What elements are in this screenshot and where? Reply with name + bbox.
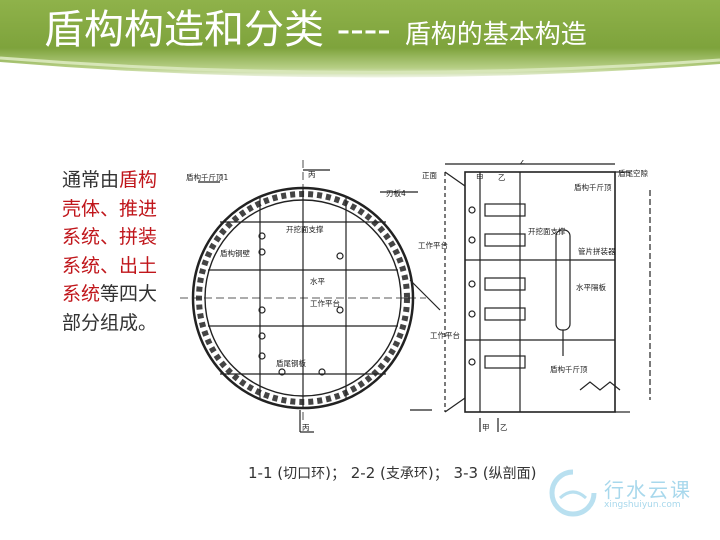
watermark-url: xingshuiyun.com (604, 500, 681, 510)
label-bottom-jia: 甲 (482, 423, 490, 432)
label-bing: 丙 (308, 170, 316, 179)
label-horizontal: 水平 (310, 276, 325, 286)
label-platform-left: 工作平台 (310, 298, 340, 308)
caption-s3-cn: 纵剖面 (488, 466, 531, 482)
label-face-support-left: 开挖面支撑 (286, 224, 324, 234)
caption-s1-cn: 切口环 (283, 466, 326, 482)
caption-s1-end: )； (325, 464, 346, 482)
label-front: 正面 (422, 171, 437, 180)
header-swoosh (0, 56, 720, 92)
body-highlight: 盾构壳体、推进系统、拼装系统、出土系统 (62, 169, 158, 305)
label-bottom-yi: 乙 (500, 423, 508, 432)
label-shell: 盾构钢壁 (220, 248, 250, 258)
title-main: 盾构构造和分类 ---- (44, 7, 391, 53)
shield-section-body (464, 171, 616, 413)
label-tail-gap: 盾尾空隙 (618, 168, 648, 178)
figure-caption: 1-1 (切口环)； 2-2 (支承环)； 3-3 (纵剖面) (248, 462, 668, 483)
body-suffix: 等四大部分组成。 (62, 283, 158, 334)
watermark: 行水云课 xingshuiyun.com (548, 468, 708, 518)
caption-s1: 1-1 ( (248, 464, 284, 482)
label-shield-jack-bottom: 盾构千斤顶 (550, 364, 588, 374)
body-paragraph: 通常由盾构壳体、推进系统、拼装系统、出土系统等四大部分组成。 (62, 166, 160, 337)
slide-title: 盾构构造和分类 ---- 盾构的基本构造 (44, 4, 704, 64)
label-platform-bottom: 工作平台 (430, 330, 460, 340)
caption-s3: 3-3 ( (453, 464, 489, 482)
caption-s2: 2-2 ( (350, 464, 386, 482)
shield-structure-diagram: 丙 盾构千斤顶1 开挖面支撑 水平 工作平台 盾构钢壁 盾尾钢板 刃板4 工作平… (180, 160, 651, 433)
label-jia: 甲 (476, 173, 484, 182)
label-blade: 刃板4 (386, 188, 406, 198)
label-erector: 管片拼装器 (578, 246, 616, 256)
label-platform-mid: 工作平台 (418, 240, 448, 250)
watermark-name: 行水云课 (604, 478, 692, 502)
label-shield-jack-right: 盾构千斤顶 (574, 182, 612, 192)
caption-s3-end: ) (530, 464, 537, 482)
label-face-support-right: 开挖面支撑 (528, 226, 566, 236)
label-horizontal-plate: 水平隔板 (576, 282, 606, 292)
title-sub: 盾构的基本构造 (404, 20, 587, 50)
label-yi: 乙 (498, 173, 506, 182)
label-shield-jack-left: 盾构千斤顶1 (186, 172, 228, 182)
label-bottom-bing: 丙 (302, 423, 310, 432)
label-tail-plate: 盾尾钢板 (276, 358, 306, 368)
caption-s2-cn: 支承环 (385, 466, 428, 482)
caption-s2-end: )； (427, 464, 449, 482)
label-z: Z (520, 160, 525, 166)
watermark-logo-icon (549, 469, 597, 517)
body-prefix: 通常由 (62, 169, 120, 191)
